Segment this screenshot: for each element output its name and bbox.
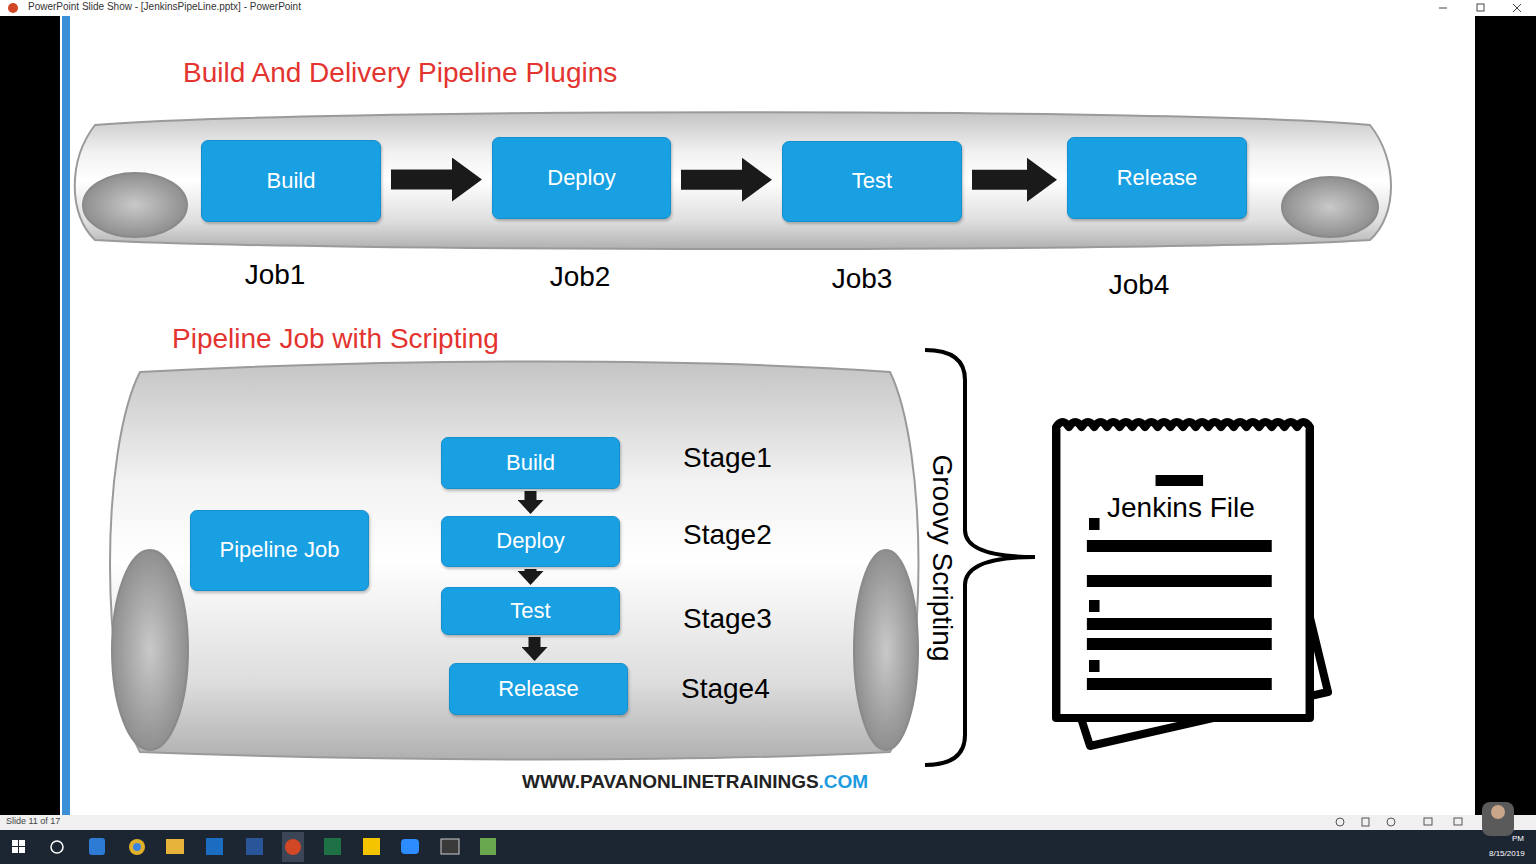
stage-label: Stage3 [683,602,772,636]
node-text: Deploy [547,165,615,191]
window-title: PowerPoint Slide Show - [JenkinsPipeLine… [28,1,301,13]
app-icon [8,3,18,13]
slide-stripe [62,16,70,815]
node-text: Release [498,676,579,702]
section-heading: Pipeline Job with Scripting [172,322,499,356]
stage-label: Stage2 [683,518,772,552]
job-label: Job3 [832,262,893,296]
watermark: WWW.PAVANONLINETRAININGS [522,771,819,794]
job-label: Job1 [245,258,306,292]
job-label: Job2 [550,260,611,294]
flow-arrow [681,170,742,190]
process-box: Release [449,663,628,715]
status-icons [1336,818,1462,826]
slide-title: Build And Delivery Pipeline Plugins [183,56,617,90]
taskbar [0,830,1536,864]
process-box: Build [441,437,620,489]
status-text: Slide 11 of 17 [6,816,60,827]
flow-arrow [972,170,1027,190]
pipe-illustration [110,362,919,760]
process-box: Deploy [492,137,671,219]
job-label: Job4 [1109,268,1170,302]
document-sheet [1052,413,1314,722]
clock-text: PM [1512,834,1524,844]
date-text: 8/15/2019 [1489,849,1525,859]
flow-arrow [529,637,541,647]
flow-arrow [525,491,537,500]
process-box: Build [201,140,381,222]
flow-arrow [391,170,452,190]
process-box: Deploy [441,516,620,567]
stage-label: Stage4 [681,672,770,706]
title-bar [0,0,1536,16]
node-text: Release [1117,165,1198,191]
status-bar [0,815,1536,830]
slide-ground [60,16,1475,815]
node-text: Test [510,598,550,624]
process-box: Test [441,587,620,635]
pipe-illustration [75,112,1391,249]
node-text: Test [852,168,892,194]
process-box: Test [782,141,962,222]
document-icon: Jenkins File [1052,413,1314,722]
watermark: .COM [819,771,869,794]
node-text: Deploy [496,528,564,554]
curly-bracket [925,350,1035,765]
taskbar-icons [12,802,1514,862]
node-text: Jenkins File [1107,491,1314,525]
window-controls [1439,4,1521,12]
presenter-photo [1482,802,1514,836]
process-box: Pipeline Job [190,510,369,591]
node-text: Build [267,168,316,194]
node-text: Pipeline Job [220,537,340,563]
flow-arrow [525,569,537,571]
process-box: Release [1067,137,1247,219]
node-text: Build [506,450,555,476]
stage-label: Stage1 [683,441,772,475]
screen-band [0,16,60,830]
vertical-label: Groovy Scripting [925,455,959,662]
screen-band [1475,16,1536,830]
